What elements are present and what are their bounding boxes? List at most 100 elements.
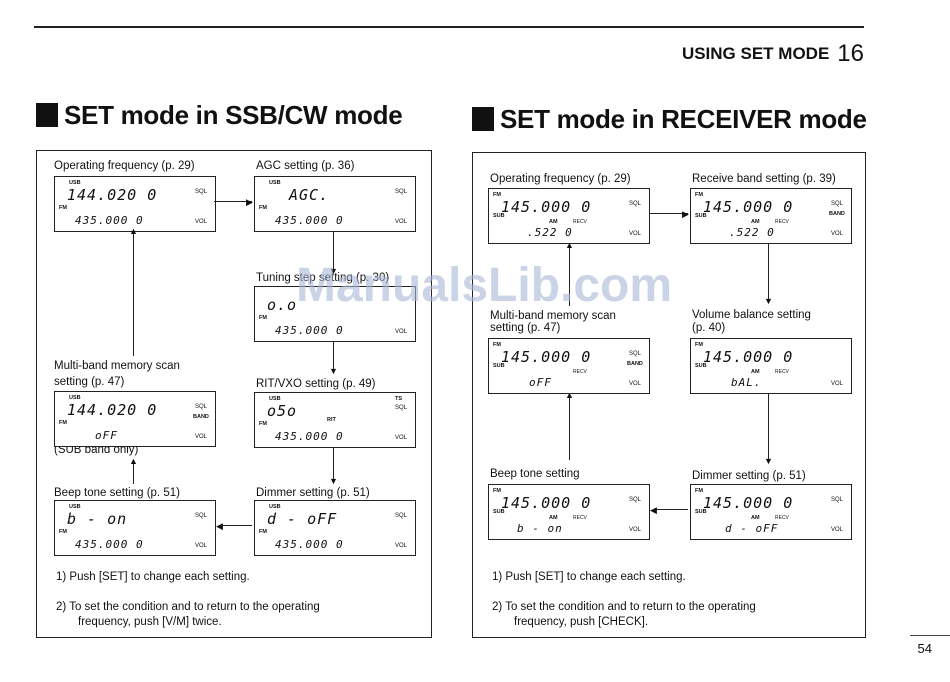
sql-icon: SQL: [394, 189, 407, 195]
tag-fm: FM: [259, 205, 267, 211]
lcd-bottom-value: oFF: [529, 376, 552, 389]
sql-icon: SQL: [628, 351, 641, 357]
tag-am: AM: [549, 219, 558, 225]
tag-sub: SUB: [695, 213, 707, 219]
arrowhead-down-icon: ▼: [329, 266, 338, 276]
arrowhead-down-icon: ▼: [764, 296, 773, 306]
tag-usb: USB: [69, 180, 81, 186]
lcd-dimmer: FM SUB AM RECV 145.000 0 d - oFF SQL VOL: [690, 484, 852, 540]
label-vol-line2: (p. 40): [692, 322, 726, 334]
lcd-top-value: 145.000 0: [703, 198, 794, 216]
note-1: 1) Push [SET] to change each setting.: [56, 571, 250, 583]
label-mbscan-line1: Multi-band memory scan: [490, 310, 616, 322]
bullet-square-icon: [36, 103, 58, 127]
tag-rit: RIT: [327, 417, 336, 423]
section-label: USING SET MODE: [681, 44, 830, 63]
sql-icon: SQL: [194, 513, 207, 519]
tag-usb: USB: [269, 396, 281, 402]
lcd-bottom-value: oFF: [95, 429, 118, 442]
note-2-line1: 2) To set the condition and to return to…: [492, 601, 756, 613]
arrow-down: [768, 244, 769, 302]
vol-icon: VOL: [628, 527, 641, 533]
note-2-line2: frequency, push [V/M] twice.: [78, 616, 222, 628]
lcd-tuning: FM o.o 435.000 0 VOL: [254, 286, 416, 342]
lcd-opfreq: USB FM 144.020 0 435.000 0 SQL VOL: [54, 176, 216, 232]
vol-icon: VOL: [194, 543, 207, 549]
arrow-left: [656, 509, 688, 510]
note-1: 1) Push [SET] to change each setting.: [492, 571, 686, 583]
lcd-top-value: 145.000 0: [703, 494, 794, 512]
arrow-up: [133, 232, 134, 356]
watermark: ManualsLib.com: [296, 259, 673, 312]
tag-recv: RECV: [775, 515, 789, 521]
label-opfreq: Operating frequency (p. 29): [490, 173, 631, 185]
tag-fm: FM: [493, 342, 501, 348]
arrow-up: [569, 246, 570, 306]
tag-fm: FM: [59, 205, 67, 211]
arrowhead-right-icon: ▶: [682, 209, 689, 219]
label-dimmer: Dimmer setting (p. 51): [256, 487, 370, 499]
label-opfreq: Operating frequency (p. 29): [54, 160, 195, 172]
sql-icon: SQL: [394, 405, 407, 411]
note-2-line1: 2) To set the condition and to return to…: [56, 601, 320, 613]
left-panel: [36, 150, 432, 638]
vol-icon: VOL: [830, 381, 843, 387]
tag-usb: USB: [269, 180, 281, 186]
arrow-up: [133, 462, 134, 484]
tag-sub: SUB: [695, 363, 707, 369]
vol-icon: VOL: [830, 231, 843, 237]
left-heading: SET mode in SSB/CW mode: [36, 100, 403, 131]
arrow-down: [768, 394, 769, 462]
tag-fm: FM: [259, 529, 267, 535]
tag-am: AM: [751, 219, 760, 225]
tag-fm: FM: [695, 342, 703, 348]
lcd-top-value: 144.020 0: [67, 186, 158, 204]
arrow-right: [214, 201, 252, 202]
label-mbscan-line1: Multi-band memory scan: [54, 360, 180, 372]
lcd-top-value: o5o: [267, 402, 298, 420]
lcd-top-value: 145.000 0: [501, 198, 592, 216]
lcd-top-value: 145.000 0: [501, 494, 592, 512]
lcd-mbscan: USB FM BAND 144.020 0 oFF SQL VOL: [54, 391, 216, 447]
tag-band: BAND: [193, 414, 209, 420]
arrowhead-up-icon: ▲: [129, 456, 138, 466]
lcd-top-value: 145.000 0: [501, 348, 592, 366]
vol-icon: VOL: [394, 543, 407, 549]
lcd-bottom-value: bAL.: [731, 376, 762, 389]
arrow-down: [333, 342, 334, 372]
tag-usb: USB: [69, 395, 81, 401]
lcd-bottom-value: d - oFF: [725, 522, 779, 535]
tag-recv: RECV: [573, 515, 587, 521]
sql-icon: SQL: [830, 497, 843, 503]
tag-fm: FM: [695, 488, 703, 494]
arrow-right: [650, 213, 688, 214]
top-rule: [34, 26, 864, 28]
tag-fm: FM: [695, 192, 703, 198]
label-mbscan-line2: setting (p. 47): [490, 322, 561, 334]
vol-icon: VOL: [628, 381, 641, 387]
tag-band: BAND: [627, 361, 643, 367]
sql-icon: SQL: [194, 404, 207, 410]
tag-recv: RECV: [775, 219, 789, 225]
lcd-agc: USB FM AGC. 435.000 0 SQL VOL: [254, 176, 416, 232]
lcd-top-value: 145.000 0: [703, 348, 794, 366]
lcd-top-value: d - oFF: [267, 510, 338, 528]
label-beep: Beep tone setting: [490, 468, 580, 480]
lcd-bottom-value: .522 0: [527, 226, 573, 239]
note-2-line2: frequency, push [CHECK].: [514, 616, 649, 628]
tag-fm: FM: [59, 420, 67, 426]
lcd-top-value: o.o: [267, 296, 298, 314]
bullet-square-icon: [472, 107, 494, 131]
tag-am: AM: [549, 515, 558, 521]
vol-icon: VOL: [830, 527, 843, 533]
arrowhead-up-icon: ▲: [129, 226, 138, 236]
tag-fm: FM: [259, 315, 267, 321]
arrow-down: [333, 232, 334, 272]
tag-band: BAND: [829, 211, 845, 217]
lcd-rit: USB TS RIT FM o5o 435.000 0 SQL VOL: [254, 392, 416, 448]
label-subonly: (SUB band only): [54, 444, 139, 456]
right-heading: SET mode in RECEIVER mode: [472, 104, 867, 135]
arrow-up: [569, 396, 570, 460]
tag-fm: FM: [493, 488, 501, 494]
